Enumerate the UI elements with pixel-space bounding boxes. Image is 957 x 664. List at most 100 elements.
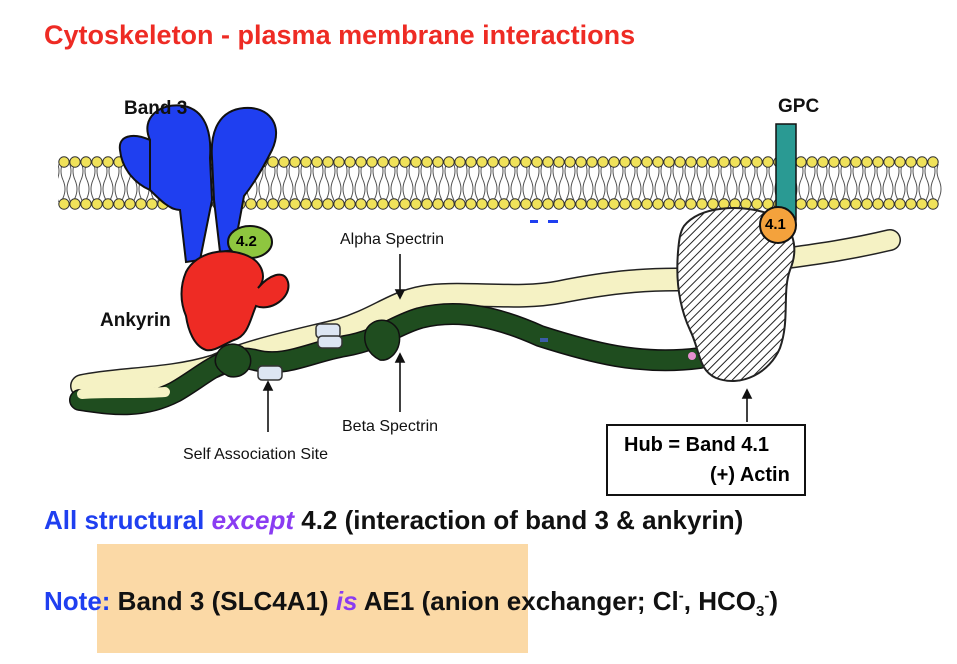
lipid-head bbox=[344, 156, 356, 168]
lipid-head bbox=[839, 156, 851, 168]
protein-4-2-label: 4.2 bbox=[236, 233, 257, 250]
protein-4-1-label: 4.1 bbox=[765, 216, 786, 233]
lipid-head bbox=[410, 156, 422, 168]
lipid-head bbox=[58, 156, 70, 168]
lipid-head bbox=[872, 156, 884, 168]
spectrin-filament bbox=[69, 267, 712, 416]
lipid-head bbox=[355, 156, 367, 168]
lipid-head bbox=[399, 198, 411, 210]
lipid-head bbox=[377, 156, 389, 168]
lipid-head bbox=[663, 198, 675, 210]
lipid-head bbox=[729, 156, 741, 168]
lipid-head bbox=[817, 198, 829, 210]
lipid-head bbox=[454, 198, 466, 210]
lipid-head bbox=[916, 198, 928, 210]
lipid-head bbox=[641, 198, 653, 210]
lipid-head bbox=[553, 156, 565, 168]
lipid-head bbox=[509, 198, 521, 210]
lipid-head bbox=[146, 198, 158, 210]
lipid-head bbox=[69, 156, 81, 168]
lipid-head bbox=[751, 198, 763, 210]
lipid-head bbox=[344, 198, 356, 210]
protein-4-1 bbox=[759, 206, 797, 244]
lipid-head bbox=[927, 198, 939, 210]
lipid-head bbox=[828, 198, 840, 210]
lipid-head bbox=[828, 156, 840, 168]
lipid-head bbox=[289, 198, 301, 210]
lipid-head bbox=[663, 156, 675, 168]
lipid-head bbox=[80, 198, 92, 210]
lipid-head bbox=[894, 198, 906, 210]
lipid-head bbox=[520, 156, 532, 168]
lipid-head bbox=[256, 198, 268, 210]
lipid-head bbox=[465, 198, 477, 210]
lipid-head bbox=[476, 156, 488, 168]
lipid-head bbox=[454, 156, 466, 168]
lipid-head bbox=[91, 198, 103, 210]
structural-statement: All structural except 4.2 (interaction o… bbox=[44, 505, 743, 536]
band3-label: Band 3 bbox=[124, 98, 188, 119]
highlight-box bbox=[97, 544, 528, 653]
lipid-head bbox=[927, 156, 939, 168]
lipid-head bbox=[542, 198, 554, 210]
lipid-head bbox=[399, 156, 411, 168]
lipid-head bbox=[806, 156, 818, 168]
lipid-head bbox=[564, 198, 576, 210]
lipid-head bbox=[432, 198, 444, 210]
lipid-head bbox=[421, 198, 433, 210]
gpc-label: GPC bbox=[778, 96, 820, 117]
slide-title: Cytoskeleton - plasma membrane interacti… bbox=[44, 20, 636, 50]
lipid-head bbox=[542, 156, 554, 168]
lipid-head bbox=[487, 156, 499, 168]
note-label: Note: bbox=[44, 586, 111, 616]
lipid-head bbox=[509, 156, 521, 168]
band3-protein bbox=[118, 104, 278, 264]
statement-except: except bbox=[211, 505, 294, 535]
lipid-head bbox=[531, 156, 543, 168]
lipid-head bbox=[597, 156, 609, 168]
lipid-head bbox=[718, 156, 730, 168]
lipid-head bbox=[322, 156, 334, 168]
hub-line-2: (+) Actin bbox=[710, 464, 790, 486]
lipid-head bbox=[124, 198, 136, 210]
lipid-head bbox=[751, 156, 763, 168]
beta-spectrin-label: Beta Spectrin bbox=[342, 418, 439, 435]
lipid-head bbox=[685, 198, 697, 210]
lipid-head bbox=[674, 156, 686, 168]
lipid-head bbox=[817, 156, 829, 168]
lipid-head bbox=[861, 156, 873, 168]
lipid-head bbox=[300, 156, 312, 168]
self-association-links bbox=[257, 323, 343, 381]
lipid-head bbox=[707, 198, 719, 210]
lipid-head bbox=[322, 198, 334, 210]
lipid-head bbox=[894, 156, 906, 168]
hub-line-1: Hub = Band 4.1 bbox=[624, 434, 770, 456]
lipid-head bbox=[553, 198, 565, 210]
lipid-head bbox=[333, 156, 345, 168]
lipid-head bbox=[91, 156, 103, 168]
lipid-head bbox=[520, 198, 532, 210]
lipid-head bbox=[806, 198, 818, 210]
lipid-head bbox=[102, 156, 114, 168]
note-is: is bbox=[335, 586, 358, 616]
lipid-head bbox=[685, 156, 697, 168]
note-text-1: Band 3 (SLC4A1) bbox=[117, 586, 329, 616]
lipid-head bbox=[69, 198, 81, 210]
lipid-head bbox=[608, 198, 620, 210]
statement-part-1: All structural bbox=[44, 505, 205, 535]
lipid-head bbox=[696, 156, 708, 168]
lipid-head bbox=[630, 156, 642, 168]
lipid-head bbox=[421, 156, 433, 168]
lipid-head bbox=[630, 198, 642, 210]
lipid-head bbox=[575, 156, 587, 168]
lipid-head bbox=[762, 156, 774, 168]
lipid-head bbox=[498, 156, 510, 168]
lipid-head bbox=[795, 198, 807, 210]
ankyrin-label: Ankyrin bbox=[100, 310, 171, 331]
lipid-head bbox=[707, 156, 719, 168]
lipid-head bbox=[674, 198, 686, 210]
note-statement: Note: Band 3 (SLC4A1) is AE1 (anion exch… bbox=[44, 586, 778, 619]
lipid-head bbox=[586, 156, 598, 168]
lipid-head bbox=[652, 198, 664, 210]
